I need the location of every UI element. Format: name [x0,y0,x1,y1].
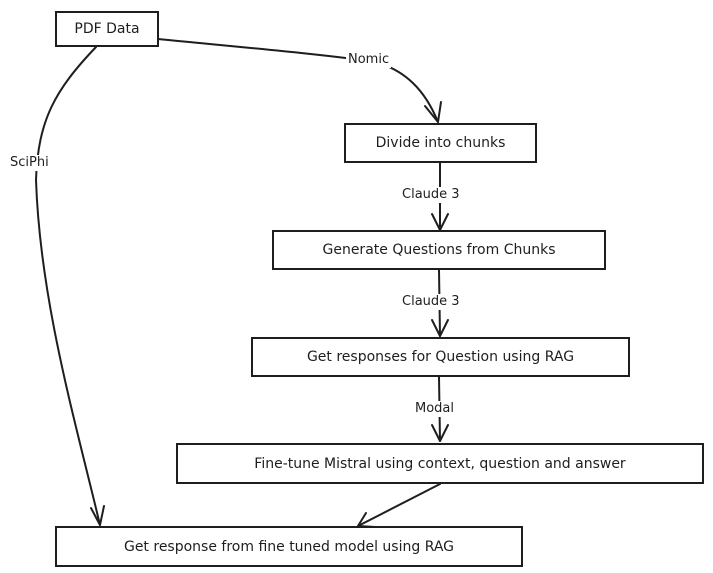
edge-finetune-to-final [357,483,441,527]
edge-pdf-to-divide [157,38,439,123]
node-fine-tune-mistral: Fine-tune Mistral using context, questio… [176,443,704,484]
arrowhead-divide [424,101,442,123]
node-generate-questions: Generate Questions from Chunks [272,230,606,270]
arrowhead-responses [431,319,449,337]
edge-label-claude-3-first: Claude 3 [400,187,462,203]
node-final-response: Get response from fine tuned model using… [55,526,523,567]
arrowhead-final-sciphi [90,505,105,526]
edge-pdf-to-final [35,46,101,526]
edge-label-nomic: Nomic [346,52,392,68]
edge-label-claude-3-second: Claude 3 [400,294,462,310]
edge-label-modal: Modal [413,401,456,417]
node-pdf-data: PDF Data [55,11,159,47]
node-get-responses: Get responses for Question using RAG [251,337,630,377]
arrowhead-finetune [431,424,449,442]
node-divide-into-chunks: Divide into chunks [344,123,537,163]
edge-label-sciphi: SciPhi [8,155,51,171]
